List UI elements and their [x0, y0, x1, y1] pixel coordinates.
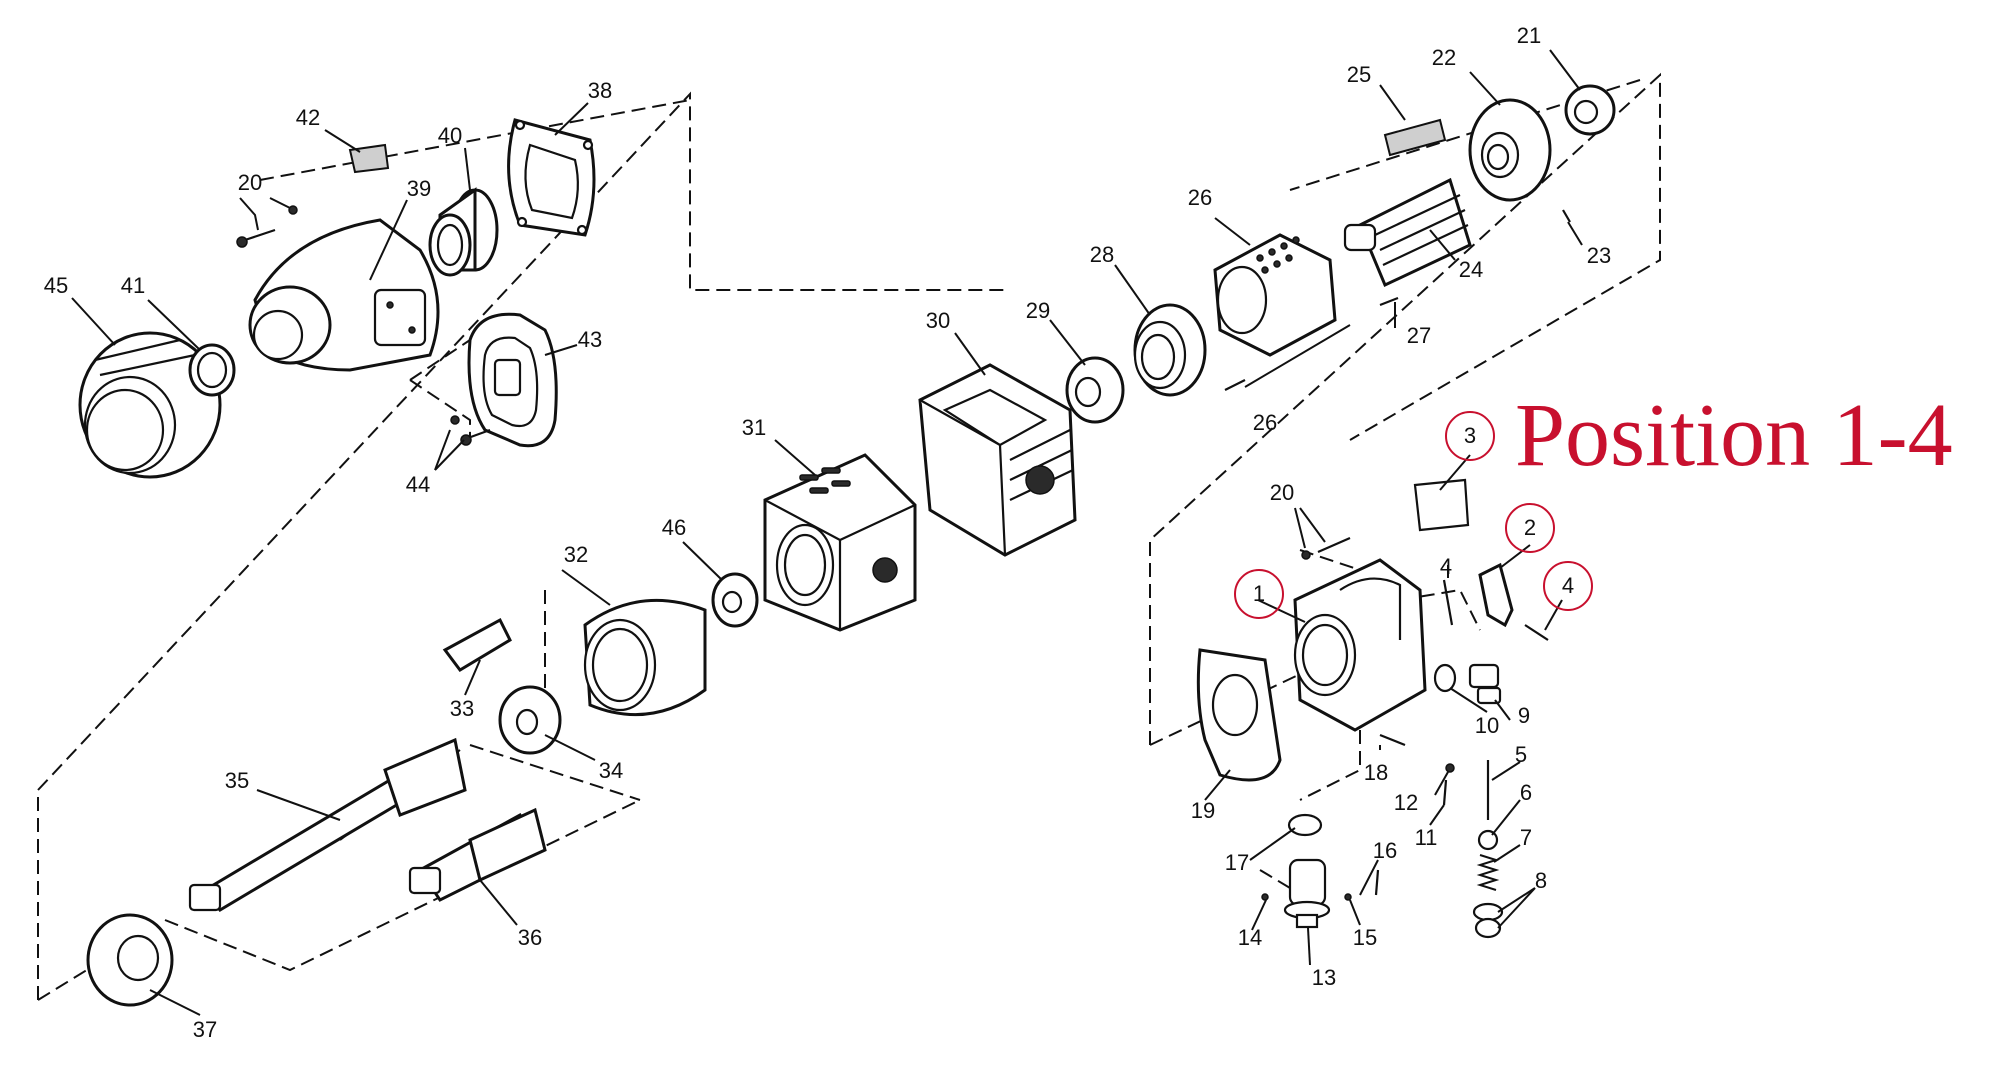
part-28-end-plate: [1133, 303, 1207, 397]
label-8: 8: [1535, 868, 1547, 893]
highlight-circle-4: [1543, 561, 1593, 611]
part-30-housing-cover: [918, 363, 1077, 557]
label-1: 1: [1253, 581, 1265, 606]
label-27: 27: [1407, 323, 1431, 348]
label-2: 2: [1524, 515, 1536, 540]
rotor-group: [1343, 84, 1616, 288]
label-44: 44: [406, 472, 430, 497]
part-24-rotor: [1343, 177, 1472, 288]
label-37: 37: [193, 1017, 217, 1042]
label-17: 17: [1225, 850, 1249, 875]
label-12: 12: [1394, 790, 1418, 815]
label-15: 15: [1353, 925, 1377, 950]
label-26-upper: 26: [1188, 185, 1212, 210]
part-40-bushing: [428, 187, 499, 277]
part-43-backplate: [467, 312, 558, 448]
label-43: 43: [578, 327, 602, 352]
label-5: 5: [1515, 742, 1527, 767]
label-38: 38: [588, 78, 612, 103]
label-9: 9: [1518, 703, 1530, 728]
part-34-cam: [498, 685, 562, 755]
part-38-gasket: [507, 118, 596, 237]
part-31-cylinder-housing: [763, 453, 917, 632]
label-22: 22: [1432, 45, 1456, 70]
part-2-trigger: [1478, 562, 1514, 628]
highlight-circle-1: [1234, 569, 1284, 619]
label-21: 21: [1517, 23, 1541, 48]
label-13: 13: [1312, 965, 1336, 990]
part-1-handle-housing: [1293, 558, 1427, 732]
part-37-retainer-ring: [86, 913, 174, 1007]
leader-lines: [71, 49, 1583, 1016]
handle-group: [1196, 478, 1549, 939]
label-3: 3: [1464, 423, 1476, 448]
label-30: 30: [926, 308, 950, 333]
part-36-anvil-short: [408, 807, 547, 902]
part-17-oring: [1287, 813, 1323, 837]
label-7: 7: [1520, 825, 1532, 850]
label-20-right: 20: [1270, 480, 1294, 505]
part-19-gasket: [1196, 648, 1282, 782]
label-29: 29: [1026, 298, 1050, 323]
part-32-hammer-case: [583, 598, 707, 717]
label-18: 18: [1364, 760, 1388, 785]
label-41: 41: [121, 273, 145, 298]
hammer-group: [86, 598, 707, 1007]
label-26-lower: 26: [1253, 410, 1277, 435]
label-16: 16: [1373, 838, 1397, 863]
label-35: 35: [225, 768, 249, 793]
label-40: 40: [438, 123, 462, 148]
label-34: 34: [599, 758, 623, 783]
label-39: 39: [407, 176, 431, 201]
highlight-circle-2: [1505, 503, 1555, 553]
part-10-oring: [1433, 663, 1457, 693]
front-housing-group: [78, 118, 596, 479]
part-33-hammer-pin: [442, 617, 512, 672]
label-32: 32: [564, 542, 588, 567]
label-42: 42: [296, 105, 320, 130]
part-35-anvil-long: [188, 737, 467, 912]
label-6: 6: [1520, 780, 1532, 805]
part-39-front-housing: [248, 218, 440, 372]
label-11: 11: [1415, 825, 1438, 850]
label-46: 46: [662, 515, 686, 540]
part-labels: 1 2 3 4 4 5 6 7 8 9 10 11 12 13 14 15 16…: [44, 23, 1611, 1042]
part-25-vane: [1383, 118, 1447, 157]
highlight-circles: [1234, 411, 1593, 619]
part-22-rear-plate: [1468, 98, 1552, 202]
label-14: 14: [1238, 925, 1262, 950]
part-13-reverse-valve: [1283, 858, 1331, 929]
label-19: 19: [1191, 798, 1215, 823]
label-4-housing-pin: 4: [1440, 554, 1452, 579]
label-28: 28: [1090, 242, 1114, 267]
label-20-left: 20: [238, 170, 262, 195]
label-25: 25: [1347, 62, 1371, 87]
label-31: 31: [742, 415, 766, 440]
label-4-trigger-pin: 4: [1562, 573, 1574, 598]
label-36: 36: [518, 925, 542, 950]
part-45-anvil-ring: [78, 331, 222, 479]
motor-group: [711, 233, 1399, 632]
label-45: 45: [44, 273, 68, 298]
highlight-circle-3: [1445, 411, 1495, 461]
part-9-inlet: [1468, 663, 1502, 705]
label-10: 10: [1475, 713, 1499, 738]
label-33: 33: [450, 696, 474, 721]
part-26-cylinder: [1213, 233, 1337, 357]
position-title: Position 1-4: [1515, 386, 1953, 485]
label-24: 24: [1459, 257, 1483, 282]
label-23: 23: [1587, 243, 1611, 268]
